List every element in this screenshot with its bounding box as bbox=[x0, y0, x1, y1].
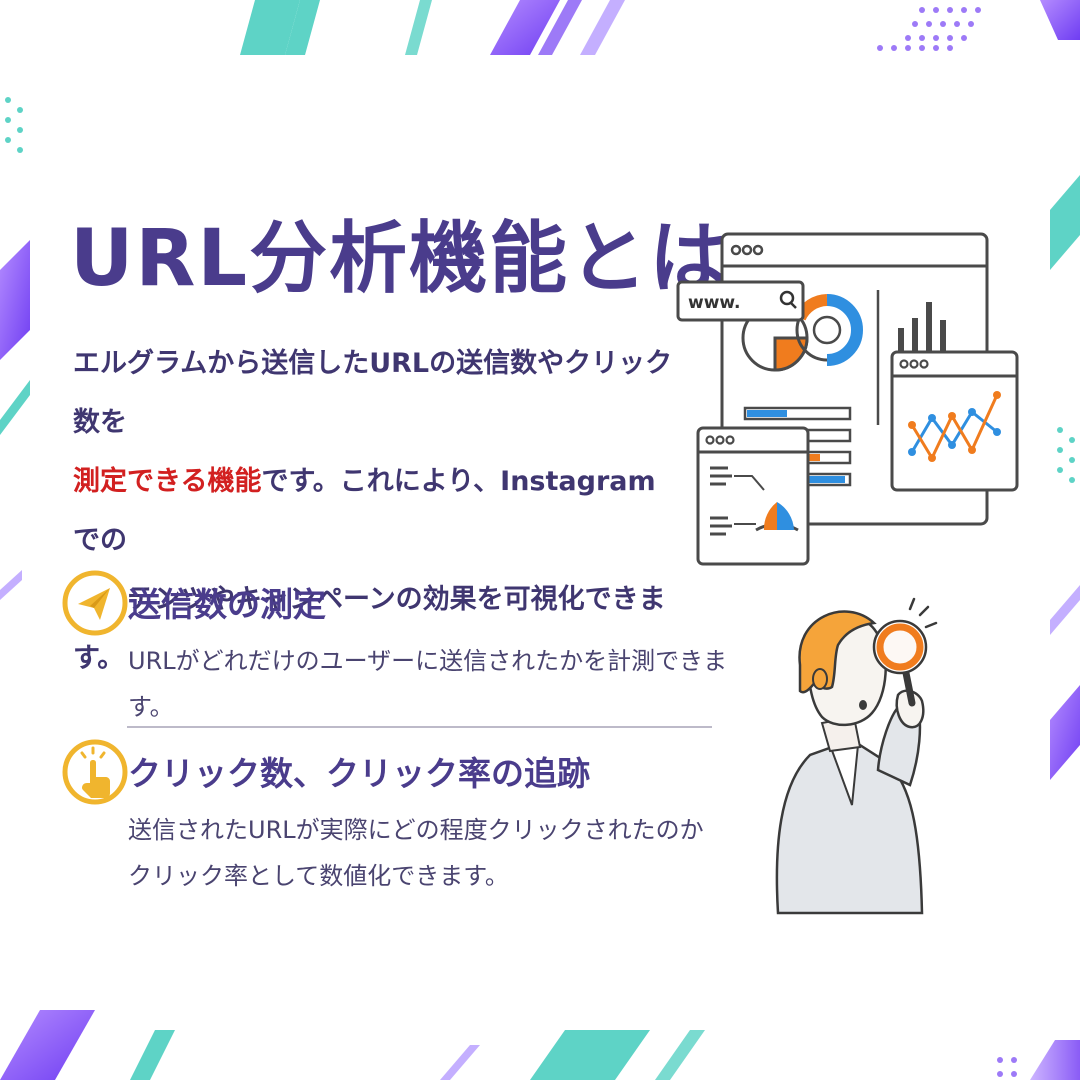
feature-description-line: URLがどれだけのユーザーに送信されたかを計測できます。 bbox=[128, 647, 728, 721]
intro-line-2: 測定できる機能です。これにより、Instagramでの bbox=[73, 452, 673, 570]
dashboard-illustration: www. bbox=[676, 232, 1019, 566]
feature-description: 送信されたURLが実際にどの程度クリックされたのか クリック率として数値化できま… bbox=[128, 807, 748, 899]
divider bbox=[127, 726, 712, 728]
intro-line-1: エルグラムから送信したURLの送信数やクリック数を bbox=[73, 348, 673, 438]
feature-title: 送信数の測定 bbox=[128, 585, 326, 624]
paper-plane-icon bbox=[62, 570, 128, 636]
intro-highlight: 測定できる機能 bbox=[73, 466, 262, 497]
page-title: URL分析機能とは bbox=[70, 214, 730, 304]
search-bar-text: www. bbox=[688, 293, 741, 313]
feature-description-line: クリック率として数値化できます。 bbox=[128, 862, 509, 890]
tap-finger-icon bbox=[62, 739, 128, 805]
intro-line-2-rest: です。これにより、Instagramでの bbox=[73, 466, 656, 556]
intro-paragraph: エルグラムから送信したURLの送信数やクリック数を 測定できる機能です。これによ… bbox=[73, 334, 673, 688]
feature-description: URLがどれだけのユーザーに送信されたかを計測できます。 bbox=[128, 638, 748, 730]
feature-title: クリック数、クリック率の追跡 bbox=[128, 754, 590, 793]
person-with-magnifier-illustration bbox=[775, 597, 938, 915]
feature-description-line: 送信されたURLが実際にどの程度クリックされたのか bbox=[128, 816, 704, 844]
intro-line-3: コンテンツやキャンペーンの効果を可視化できます。 bbox=[73, 584, 666, 674]
